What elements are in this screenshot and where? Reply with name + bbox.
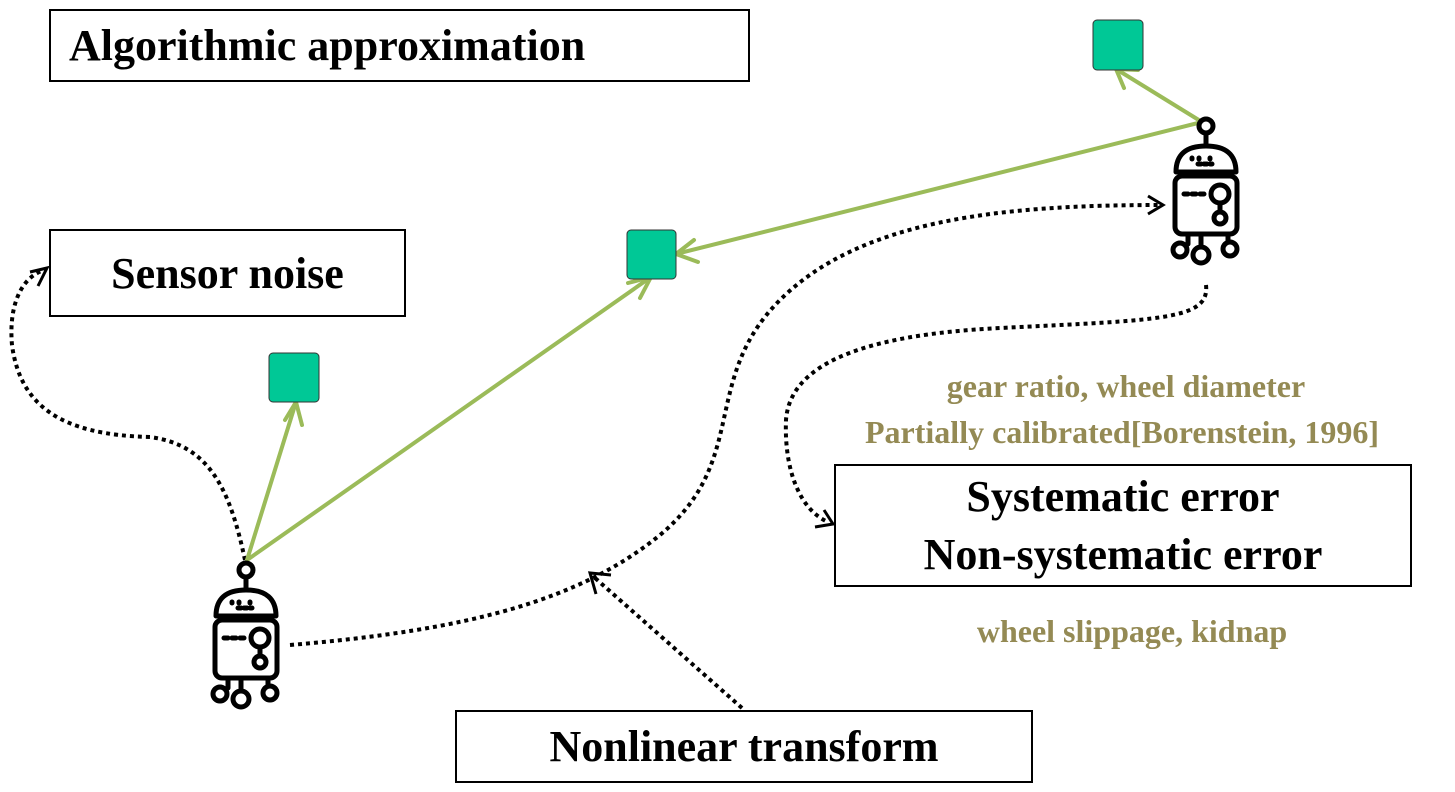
arrowhead-sensor-noise	[29, 265, 50, 287]
landmark-square-middle	[626, 229, 677, 280]
dotted-connectors	[9, 203, 1209, 710]
calibration-note: Partially calibrated[Borenstein, 1996]	[865, 414, 1379, 450]
non-systematic-error-label: Non-systematic error	[923, 529, 1323, 579]
error-types-box: Systematic error Non-systematic error	[834, 464, 1412, 587]
arrowhead-error-box	[814, 509, 836, 529]
landmark-square-near	[268, 352, 320, 403]
arrow-robot-to-middle-landmark	[245, 275, 653, 562]
non-systematic-causes-note: wheel slippage, kidnap	[976, 613, 1288, 649]
dotted-arrowheads	[29, 194, 1166, 595]
systematic-error-label: Systematic error	[966, 471, 1280, 521]
dotted-curve-nonlinear-transform	[593, 576, 744, 710]
landmarks	[268, 19, 1144, 403]
sensor-noise-label: Sensor noise	[111, 248, 344, 298]
arrow-robot-right-to-top-landmark	[1114, 67, 1204, 124]
dotted-curve-robot-to-error-box	[783, 284, 1209, 524]
nonlinear-transform-label: Nonlinear transform	[549, 722, 939, 771]
nonlinear-transform-box: Nonlinear transform	[455, 710, 1033, 783]
arrowhead-robot-right	[1147, 194, 1166, 216]
robot-icon-end	[1173, 119, 1237, 263]
dotted-curve-path-between-robots	[289, 203, 1161, 647]
algorithmic-approximation-label: Algorithmic approximation	[69, 21, 586, 70]
sensor-noise-box: Sensor noise	[49, 229, 406, 317]
arrowhead-nonlinear	[587, 571, 612, 595]
arrow-robot-to-near-landmark	[245, 400, 298, 562]
robot-icon-start	[213, 563, 277, 707]
arrowhead-middle-landmark-lower	[626, 275, 653, 300]
arrow-robot-right-to-middle-landmark	[674, 120, 1204, 256]
dotted-curve-robot-to-sensor-noise	[9, 268, 247, 561]
algorithmic-approximation-box: Algorithmic approximation	[49, 9, 750, 82]
systematic-causes-note: gear ratio, wheel diameter	[946, 368, 1306, 404]
landmark-square-top	[1092, 19, 1144, 71]
